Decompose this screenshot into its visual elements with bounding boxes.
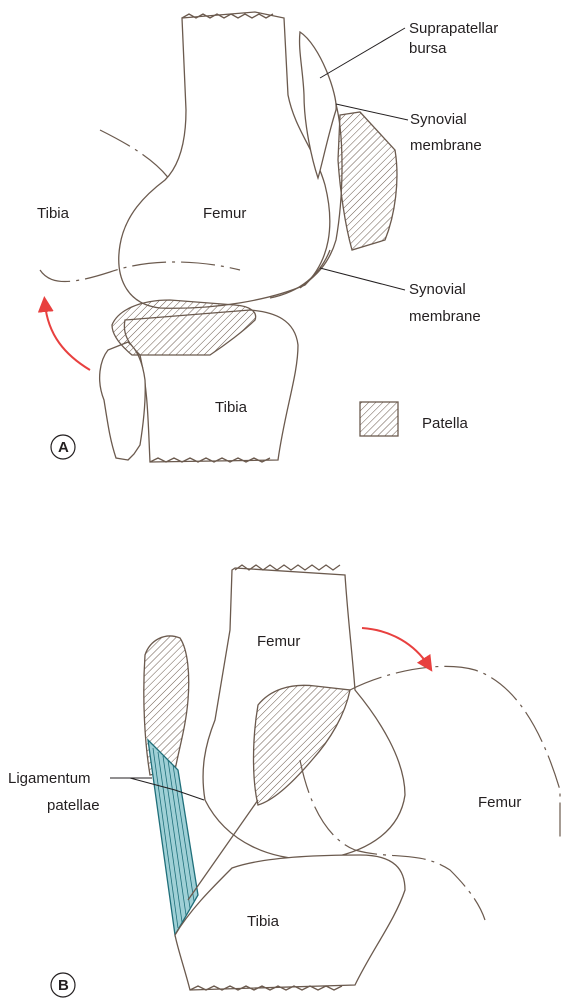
label-suprapatellar-line2: bursa [409, 40, 447, 57]
label-femur-a: Femur [203, 205, 246, 222]
ligamentum-patellae [148, 740, 198, 935]
femur-b-break [235, 565, 340, 570]
panel-b [51, 565, 560, 997]
label-synovial-lower-line2: membrane [409, 308, 481, 325]
label-synovial-lower-line1: Synovial [409, 281, 466, 298]
leader-synovial-lower [320, 268, 405, 290]
label-femur-b-upper: Femur [257, 633, 300, 650]
rotation-arrow-a [45, 304, 90, 370]
label-tibia-a: Tibia [215, 399, 248, 416]
rotation-arrow-b [362, 628, 428, 665]
panel-a-letter: A [58, 439, 69, 456]
panel-a [40, 12, 408, 462]
label-tibia-flexed: Tibia [37, 205, 70, 222]
panel-b-letter: B [58, 977, 69, 994]
label-ligamentum-line1: Ligamentum [8, 770, 91, 787]
label-synovial-upper-line1: Synovial [410, 111, 467, 128]
label-tibia-b: Tibia [247, 913, 280, 930]
leader-suprapatellar [320, 28, 405, 78]
patella-a [338, 112, 397, 250]
fibula-a [100, 342, 146, 460]
label-suprapatellar-line1: Suprapatellar [409, 20, 498, 37]
label-femur-b-right: Femur [478, 794, 521, 811]
legend-patella-label: Patella [422, 415, 469, 432]
tibia-b [175, 855, 405, 990]
label-ligamentum-line2: patellae [47, 797, 100, 814]
label-synovial-upper-line2: membrane [410, 137, 482, 154]
tibia-flexed-outline [100, 130, 170, 180]
legend-patella-swatch [360, 402, 398, 436]
